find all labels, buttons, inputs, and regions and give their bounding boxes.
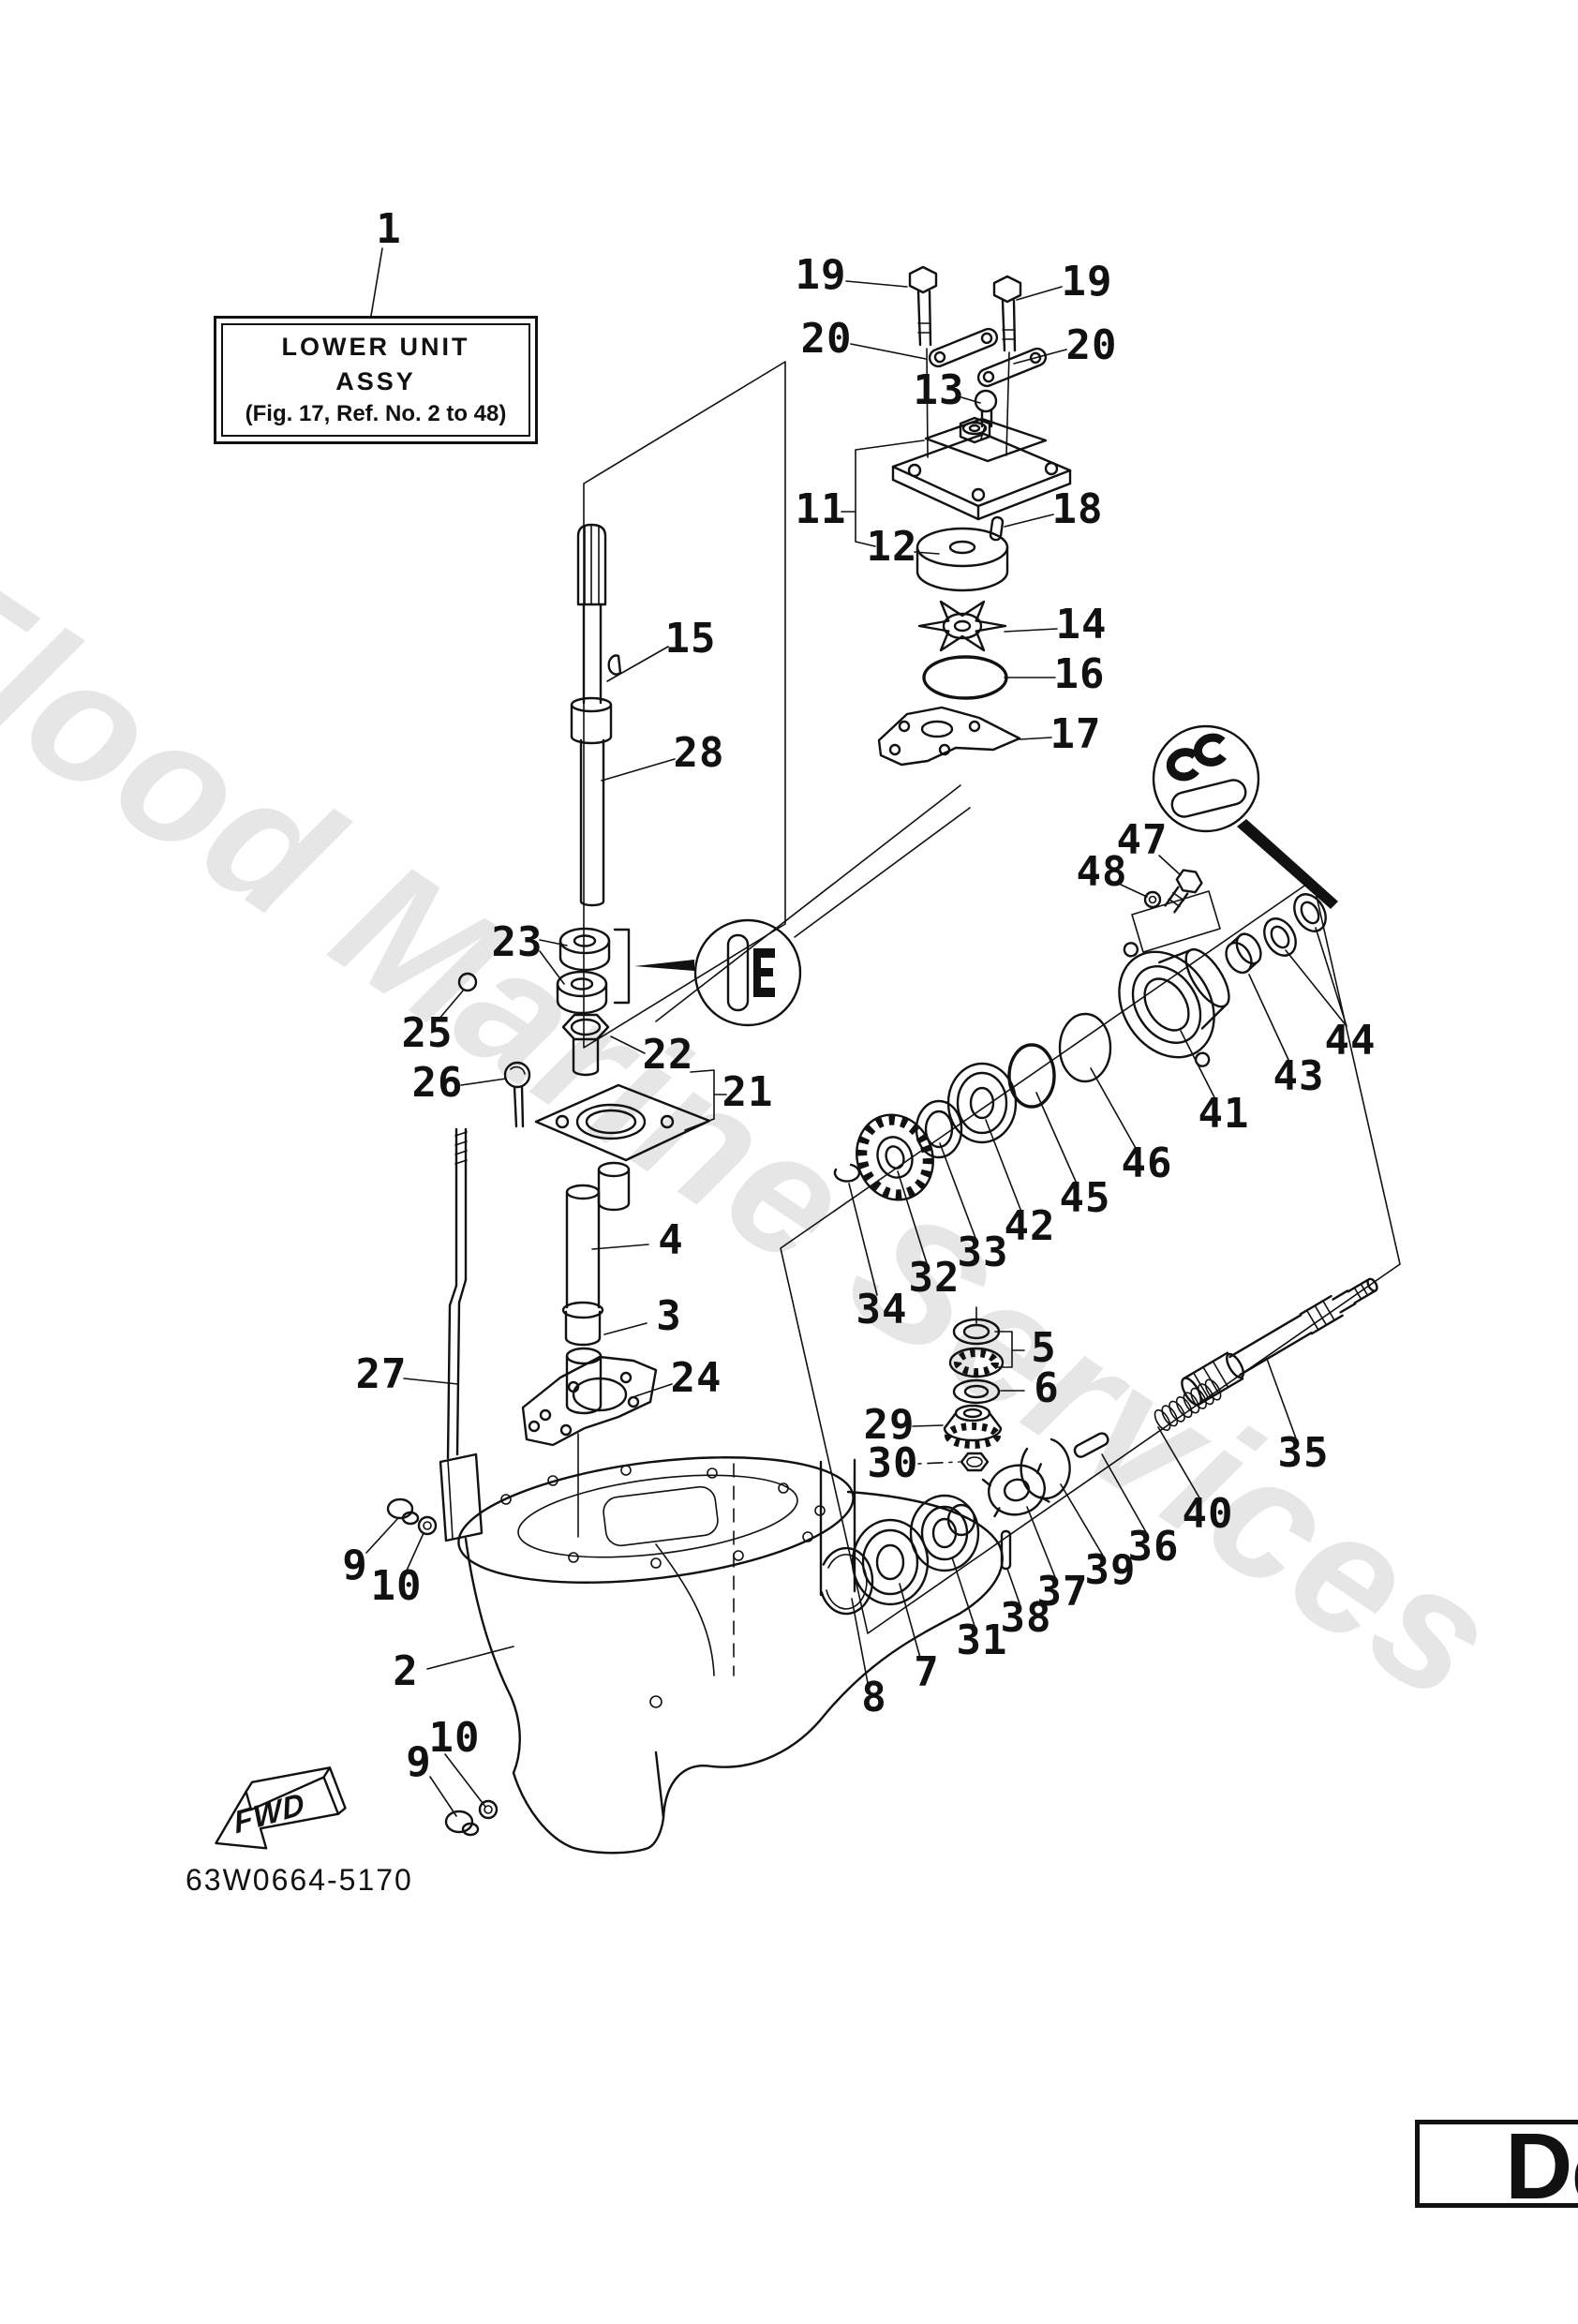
title-line-3: (Fig. 17, Ref. No. 2 to 48) xyxy=(245,401,507,427)
part-callout-25: 25 xyxy=(401,1008,454,1057)
driveshaft-bearing-set xyxy=(457,918,802,1077)
part-callout-47: 47 xyxy=(1116,815,1169,864)
assembly-title-inner: LOWER UNIT ASSY (Fig. 17, Ref. No. 2 to … xyxy=(221,323,530,437)
part-callout-1: 1 xyxy=(376,204,402,253)
bearing-carrier-group xyxy=(1118,724,1338,1067)
part-callout-19: 19 xyxy=(795,250,847,299)
part-callout-12: 12 xyxy=(866,522,918,571)
page-tab: D 6 xyxy=(1415,2114,1578,2219)
part-callout-27: 27 xyxy=(355,1349,408,1398)
page-tab-number: 6 xyxy=(1572,2147,1578,2209)
part-code: 63W0664-5170 xyxy=(186,1863,413,1897)
assembly-title-box: LOWER UNIT ASSY (Fig. 17, Ref. No. 2 to … xyxy=(214,316,538,444)
part-callout-32: 32 xyxy=(908,1253,960,1302)
part-callout-21: 21 xyxy=(722,1067,774,1116)
part-callout-18: 18 xyxy=(1051,484,1104,533)
part-callout-24: 24 xyxy=(670,1353,722,1402)
leader-lines xyxy=(365,247,1347,1817)
part-callout-44: 44 xyxy=(1324,1016,1377,1065)
part-callout-33: 33 xyxy=(957,1228,1009,1276)
part-callout-45: 45 xyxy=(1059,1173,1111,1222)
part-callout-15: 15 xyxy=(664,614,717,663)
prop-shaft-cluster xyxy=(820,1277,1378,1616)
water-pump-bolts xyxy=(908,265,1048,458)
part-callout-4: 4 xyxy=(658,1215,684,1264)
driveshaft xyxy=(570,523,622,907)
part-callout-20: 20 xyxy=(800,314,853,363)
oil-seal-housing xyxy=(503,1061,711,1212)
part-callout-41: 41 xyxy=(1198,1089,1250,1138)
part-callout-26: 26 xyxy=(411,1058,464,1107)
part-callout-11: 11 xyxy=(795,484,847,533)
part-callout-14: 14 xyxy=(1055,600,1108,648)
page-tab-letter: D xyxy=(1505,2114,1573,2219)
part-callout-40: 40 xyxy=(1182,1489,1234,1538)
part-callout-6: 6 xyxy=(1034,1363,1060,1412)
part-callout-37: 37 xyxy=(1036,1567,1089,1616)
part-callout-31: 31 xyxy=(956,1616,1008,1664)
part-callout-9: 9 xyxy=(342,1541,368,1589)
part-callout-8: 8 xyxy=(861,1673,887,1721)
part-callout-35: 35 xyxy=(1277,1428,1330,1477)
part-callout-9: 9 xyxy=(406,1737,432,1786)
title-line-2: ASSY xyxy=(335,366,416,395)
part-callout-43: 43 xyxy=(1273,1051,1325,1100)
part-callout-10: 10 xyxy=(370,1561,423,1610)
part-callout-23: 23 xyxy=(491,917,543,966)
part-callout-39: 39 xyxy=(1084,1545,1137,1594)
callout-brackets xyxy=(684,439,1025,1368)
part-callout-34: 34 xyxy=(856,1285,908,1333)
part-callout-7: 7 xyxy=(914,1647,940,1696)
part-callout-48: 48 xyxy=(1076,847,1128,896)
water-pump-housing xyxy=(891,416,1072,521)
part-callout-19: 19 xyxy=(1061,257,1113,305)
part-callout-28: 28 xyxy=(673,728,725,777)
part-callout-13: 13 xyxy=(913,365,965,414)
part-callout-3: 3 xyxy=(656,1291,682,1340)
part-callout-38: 38 xyxy=(1000,1593,1052,1642)
part-callout-17: 17 xyxy=(1050,709,1102,758)
fwd-arrow: FWD xyxy=(215,1766,347,1850)
part-callout-20: 20 xyxy=(1065,320,1118,369)
part-callout-42: 42 xyxy=(1004,1201,1056,1250)
part-callout-30: 30 xyxy=(867,1438,919,1487)
part-callout-10: 10 xyxy=(428,1713,481,1762)
part-callout-22: 22 xyxy=(642,1030,694,1079)
title-line-1: LOWER UNIT xyxy=(281,332,470,361)
part-callout-29: 29 xyxy=(863,1400,916,1449)
part-callout-2: 2 xyxy=(393,1646,419,1695)
part-callout-5: 5 xyxy=(1031,1323,1057,1372)
lower-casing xyxy=(457,1456,1004,1855)
casing-bolts xyxy=(386,1497,499,1837)
driveshaft-tube-and-gasket xyxy=(439,1127,658,1542)
part-callout-16: 16 xyxy=(1053,649,1106,698)
part-callout-46: 46 xyxy=(1121,1139,1173,1187)
part-callout-36: 36 xyxy=(1127,1522,1180,1571)
